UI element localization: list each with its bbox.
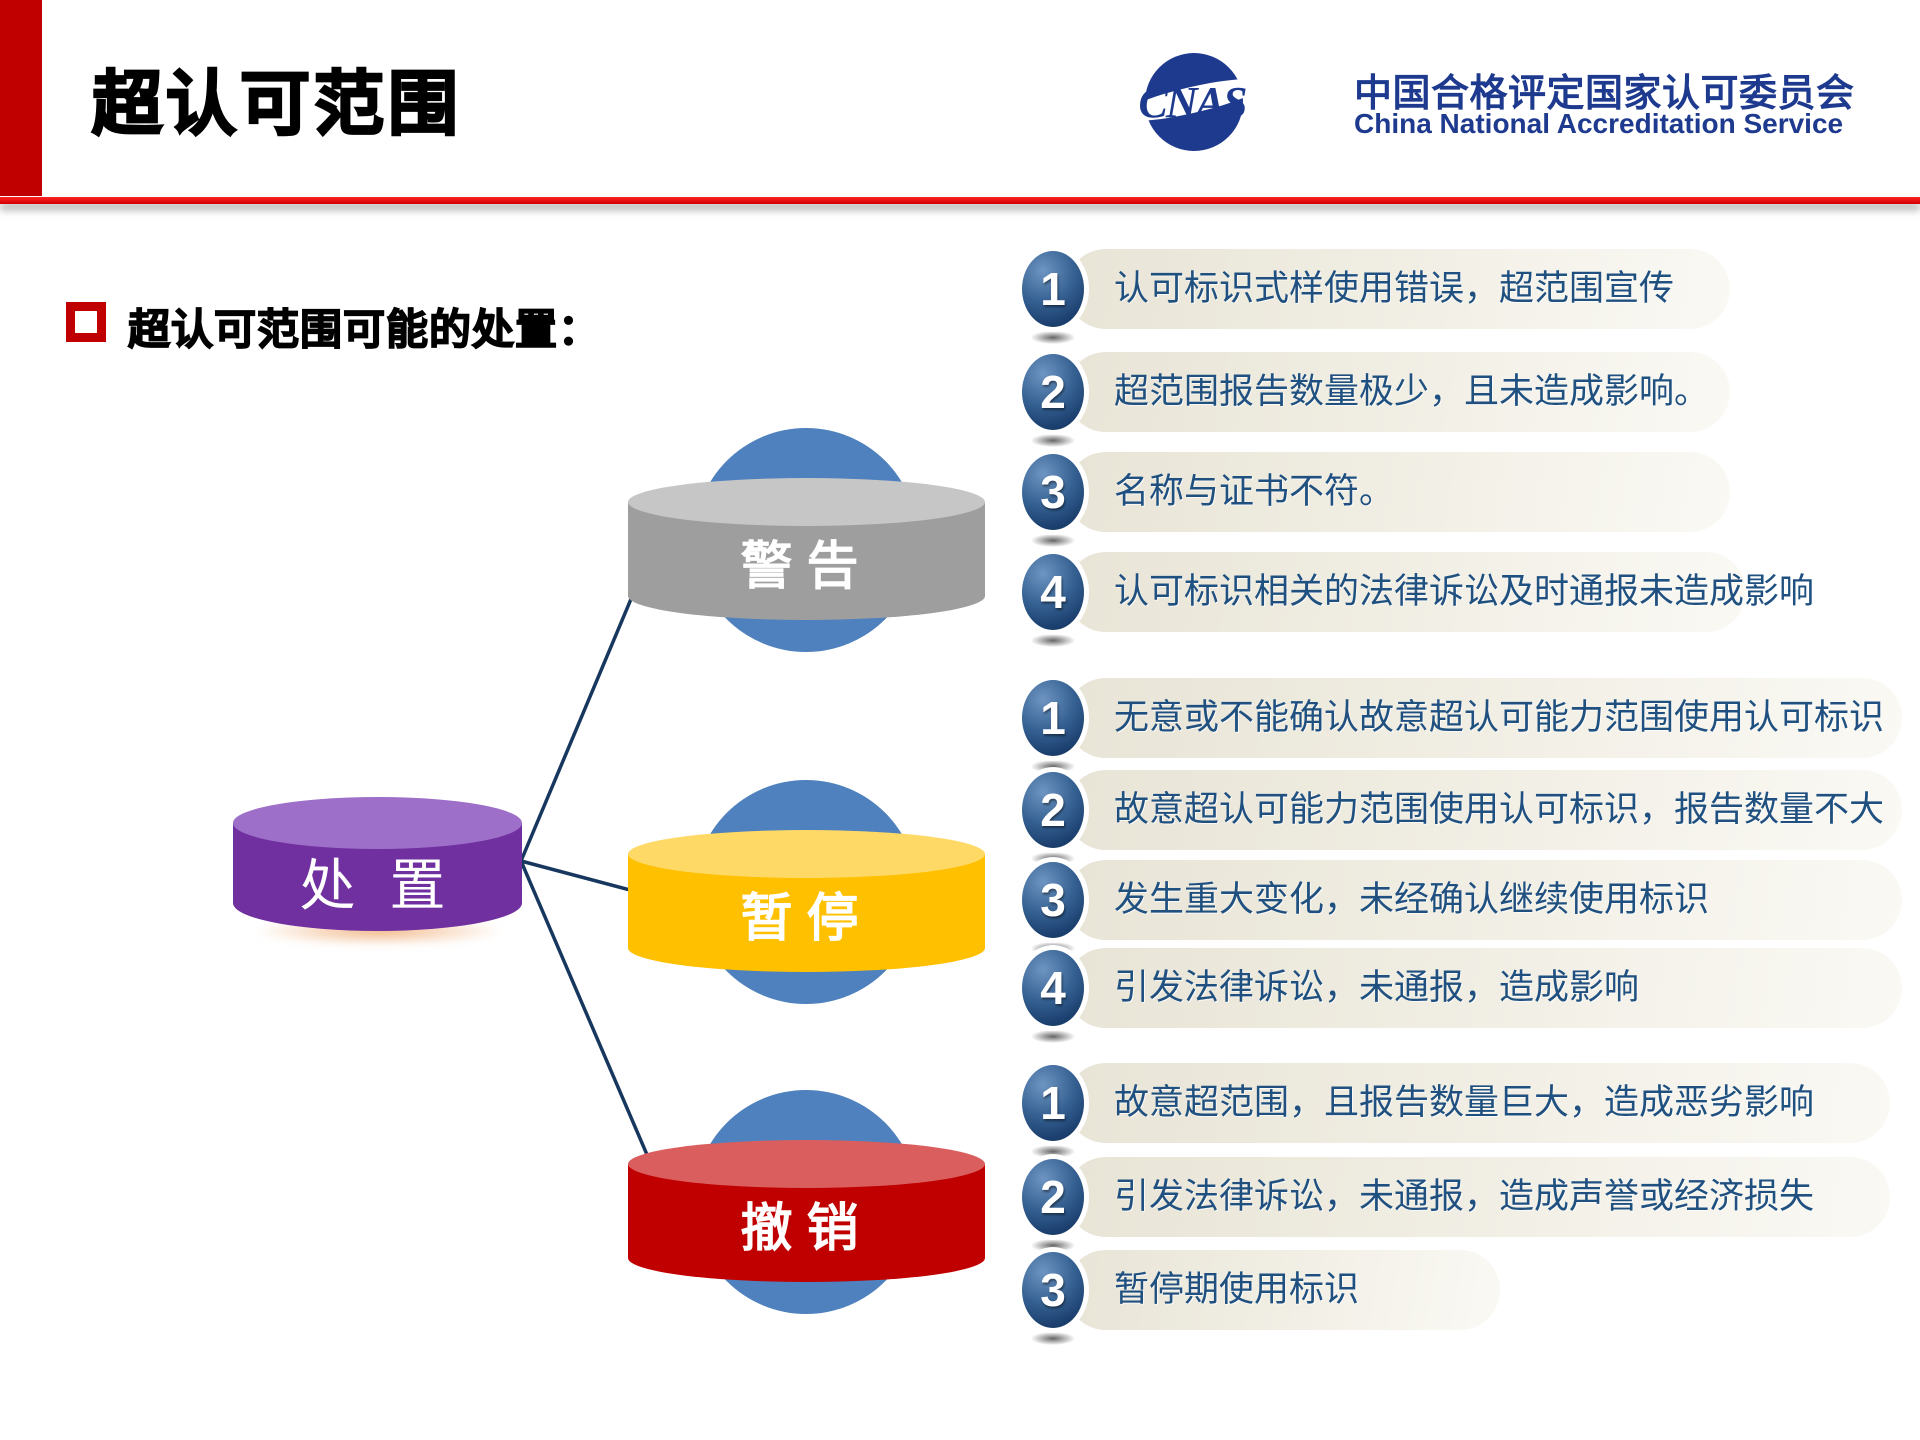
cylinder-top <box>628 478 985 526</box>
list-item-pill: 故意超范围，且报告数量巨大，造成恶劣影响 <box>1066 1063 1890 1143</box>
item-text: 无意或不能确认故意超认可能力范围使用认可标识 <box>1114 698 1885 737</box>
branch-node-suspend: 暂停 <box>628 830 985 972</box>
bullet-square-icon <box>66 302 106 342</box>
left-accent-bar <box>0 0 42 196</box>
list-item-pill: 故意超认可能力范围使用认可标识，报告数量不大 <box>1066 770 1902 850</box>
logo-name-cn: 中国合格评定国家认可委员会 <box>1354 73 1855 115</box>
item-number-badge: 3 <box>1022 862 1084 938</box>
item-number-badge: 2 <box>1022 354 1084 430</box>
list-item-pill: 认可标识式样使用错误，超范围宣传 <box>1066 249 1730 329</box>
item-number-badge: 4 <box>1022 950 1084 1026</box>
root-node-cylinder: 处 置 <box>233 797 522 933</box>
branch-label-warning: 警告 <box>740 538 873 596</box>
item-text: 暂停期使用标识 <box>1114 1270 1360 1309</box>
cylinder-top <box>233 797 522 849</box>
item-text: 认可标识式样使用错误，超范围宣传 <box>1114 269 1675 308</box>
logo-name-en: China National Accreditation Service <box>1354 108 1844 139</box>
badge-shadow <box>1031 852 1075 865</box>
list-item-pill: 无意或不能确认故意超认可能力范围使用认可标识 <box>1066 678 1902 758</box>
list-item-pill: 认可标识相关的法律诉讼及时通报未造成影响 <box>1066 552 1814 632</box>
badge-shadow <box>1031 1239 1075 1252</box>
branch-label-suspend: 暂停 <box>740 890 873 948</box>
badge-shadow <box>1031 1030 1075 1043</box>
branch-label-revoke: 撤销 <box>740 1200 873 1258</box>
item-number-badge: 1 <box>1022 1065 1084 1141</box>
item-text: 引发法律诉讼，未通报，造成声誉或经济损失 <box>1114 1177 1815 1216</box>
item-text: 故意超认可能力范围使用认可标识，报告数量不大 <box>1114 790 1885 829</box>
cylinder-top <box>628 830 985 878</box>
item-number-badge: 2 <box>1022 1159 1084 1235</box>
branch-node-warning: 警告 <box>628 478 985 620</box>
root-node-label: 处 置 <box>299 856 456 918</box>
cnas-abbr: CNAS <box>1139 78 1246 127</box>
badge-shadow <box>1031 331 1075 344</box>
item-text: 引发法律诉讼，未通报，造成影响 <box>1114 968 1640 1007</box>
list-item-pill: 名称与证书不符。 <box>1066 452 1730 532</box>
cnas-logo: CNAS 中国合格评定国家认可委员会 China National Accred… <box>1112 50 1872 160</box>
badge-shadow <box>1031 634 1075 647</box>
item-number-badge: 3 <box>1022 1252 1084 1328</box>
branch-node-revoke: 撤销 <box>628 1140 985 1282</box>
item-text: 名称与证书不符。 <box>1114 472 1395 511</box>
item-text: 发生重大变化，未经确认继续使用标识 <box>1114 880 1710 919</box>
cnas-emblem-icon: CNAS <box>1119 53 1262 151</box>
item-text: 超范围报告数量极少，且未造成影响。 <box>1114 372 1710 411</box>
list-item-pill: 超范围报告数量极少，且未造成影响。 <box>1066 352 1730 432</box>
list-item-pill: 暂停期使用标识 <box>1066 1250 1500 1330</box>
list-item-pill: 引发法律诉讼，未通报，造成影响 <box>1066 948 1902 1028</box>
list-item-pill: 发生重大变化，未经确认继续使用标识 <box>1066 860 1902 940</box>
item-number-badge: 2 <box>1022 772 1084 848</box>
header-divider <box>0 197 1920 204</box>
badge-shadow <box>1031 1145 1075 1158</box>
list-item-pill: 引发法律诉讼，未通报，造成声誉或经济损失 <box>1066 1157 1890 1237</box>
page-title: 超认可范围 <box>91 64 462 145</box>
item-number-badge: 1 <box>1022 680 1084 756</box>
badge-shadow <box>1031 1332 1075 1345</box>
badge-shadow <box>1031 760 1075 773</box>
item-text: 故意超范围，且报告数量巨大，造成恶劣影响 <box>1114 1083 1815 1122</box>
item-number-badge: 3 <box>1022 454 1084 530</box>
item-number-badge: 1 <box>1022 251 1084 327</box>
badge-shadow <box>1031 534 1075 547</box>
cylinder-top <box>628 1140 985 1188</box>
item-number-badge: 4 <box>1022 554 1084 630</box>
badge-shadow <box>1031 434 1075 447</box>
section-heading: 超认可范围可能的处置： <box>127 305 602 354</box>
item-text: 认可标识相关的法律诉讼及时通报未造成影响 <box>1114 572 1815 611</box>
